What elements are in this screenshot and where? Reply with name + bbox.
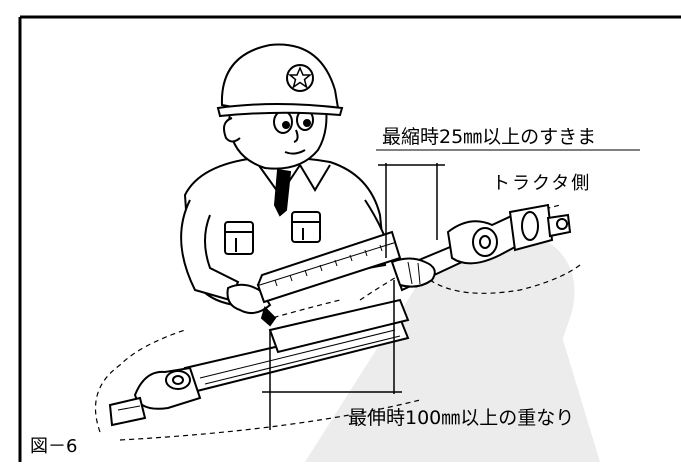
tractor-universal-joint <box>446 203 572 265</box>
star-icon <box>287 66 313 89</box>
min-gap-dimension <box>376 149 640 258</box>
tractor-side-annotation: トラクタ側 <box>492 173 592 194</box>
worker-figure <box>180 156 396 307</box>
watermark-shape <box>305 227 600 462</box>
frame-border <box>18 15 681 462</box>
measuring-ruler <box>256 230 402 304</box>
necktie <box>273 168 292 217</box>
max-overlap-dimension <box>262 280 402 430</box>
min-gap-annotation: 最縮時25㎜以上のすきま <box>382 126 597 148</box>
hard-hat <box>216 43 344 118</box>
worker-head <box>223 99 328 170</box>
max-overlap-annotation: 最伸時100㎜以上の重なり <box>348 407 575 429</box>
figure-caption: 図－6 <box>30 436 78 457</box>
implement-universal-joint <box>108 366 202 427</box>
implement-side-shaft <box>183 298 410 394</box>
